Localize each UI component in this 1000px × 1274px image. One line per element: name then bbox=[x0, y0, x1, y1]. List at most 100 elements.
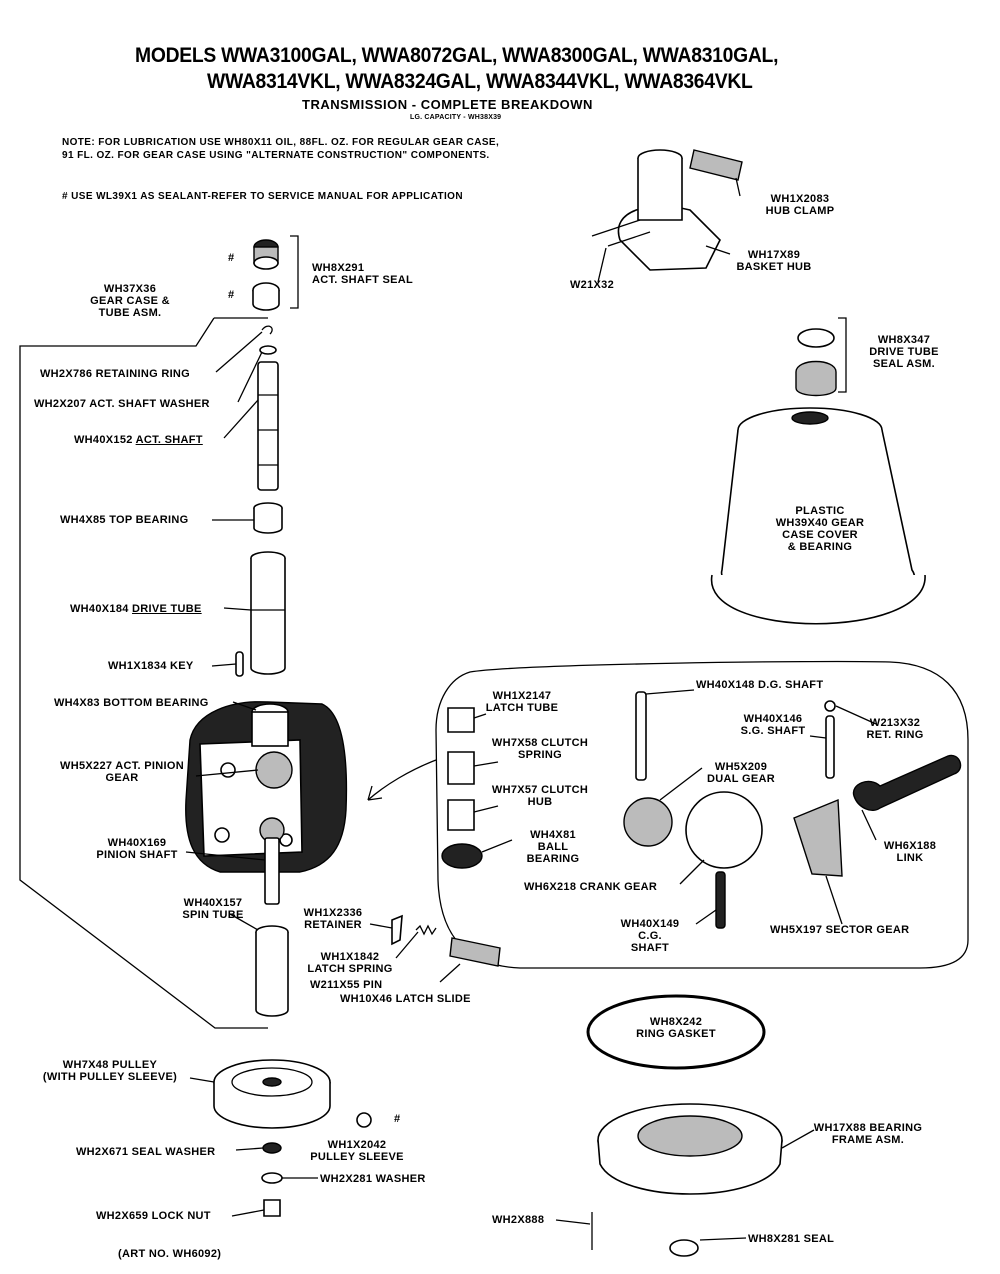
label-bottom-bearing: WH4X83 BOTTOM BEARING bbox=[54, 697, 209, 709]
gear-case-cover-drawing bbox=[711, 407, 926, 625]
cg-shaft-drawing bbox=[715, 871, 726, 929]
label-crank-gear: WH6X218 CRANK GEAR bbox=[524, 881, 658, 893]
label-washer: WH2X281 WASHER bbox=[320, 1173, 426, 1185]
gear-case-group-bracket bbox=[19, 317, 268, 1029]
label-seal-washer: WH2X671 SEAL WASHER bbox=[76, 1146, 216, 1158]
label-top-bearing: WH4X85 TOP BEARING bbox=[60, 514, 189, 526]
drive-tube-seal-body bbox=[795, 360, 837, 397]
washer-drawing bbox=[261, 1172, 283, 1184]
seal-drawing bbox=[669, 1239, 699, 1257]
lubrication-note-1: NOTE: FOR LUBRICATION USE WH80X11 OIL, 8… bbox=[62, 137, 500, 148]
latch-slide-drawing bbox=[449, 937, 501, 967]
seal-washer-drawing bbox=[262, 1142, 282, 1154]
label-sector-gear: WH5X197 SECTOR GEAR bbox=[770, 924, 910, 936]
basket-hub-drawing bbox=[591, 149, 721, 271]
retaining-ring-drawing bbox=[261, 325, 273, 335]
diagram-subtitle: TRANSMISSION - COMPLETE BREAKDOWN bbox=[302, 97, 593, 112]
ball-bearing-drawing bbox=[441, 843, 483, 869]
clutch-spring-drawing bbox=[447, 751, 475, 785]
label-dg-shaft: WH40X148 D.G. SHAFT bbox=[696, 679, 824, 691]
retainer-drawing bbox=[391, 914, 403, 946]
bearing-frame-drawing bbox=[597, 1103, 783, 1195]
gear-train-enclosure bbox=[435, 660, 969, 969]
key-drawing bbox=[235, 651, 244, 677]
sg-shaft-drawing bbox=[825, 715, 835, 779]
enclosure-arrow-line bbox=[367, 759, 437, 801]
crank-gear-drawing bbox=[685, 791, 763, 869]
drive-tube-seal-bracket bbox=[838, 317, 847, 393]
link-drawing bbox=[852, 754, 962, 812]
label-pin: W211X55 PIN bbox=[310, 979, 383, 991]
label-lock-nut: WH2X659 LOCK NUT bbox=[96, 1210, 211, 1222]
act-shaft-seal-drawing bbox=[252, 239, 280, 311]
dual-gear-drawing bbox=[623, 797, 673, 847]
pulley-drawing bbox=[213, 1059, 331, 1129]
shaft-washer-drawing bbox=[259, 345, 277, 355]
seal-bracket bbox=[290, 235, 299, 309]
label-screw: W21X32 bbox=[570, 279, 614, 291]
act-shaft-drawing bbox=[257, 361, 279, 491]
models-line-1: MODELS WWA3100GAL, WWA8072GAL, WWA8300GA… bbox=[135, 44, 779, 67]
label-retaining-ring: WH2X786 RETAINING RING bbox=[40, 368, 191, 380]
lock-nut-drawing bbox=[263, 1199, 281, 1217]
drive-tube-seal-top bbox=[797, 328, 835, 348]
clutch-hub-drawing bbox=[447, 799, 475, 831]
label-act-shaft: WH40X152 ACT. SHAFT bbox=[74, 434, 203, 446]
sealant-mark-2: # bbox=[228, 289, 235, 301]
sealant-mark-1: # bbox=[228, 252, 235, 264]
pinion-shaft-drawing bbox=[259, 817, 285, 905]
label-drive-tube: WH40X184 DRIVE TUBE bbox=[70, 603, 202, 615]
sealant-note: # USE WL39X1 AS SEALANT-REFER TO SERVICE… bbox=[62, 191, 463, 202]
top-bearing-drawing bbox=[253, 502, 283, 534]
leader-lines bbox=[185, 177, 877, 1241]
spin-tube-drawing bbox=[255, 925, 289, 1017]
ring-gasket-drawing bbox=[586, 994, 766, 1070]
pin-drawing bbox=[439, 963, 461, 983]
sealant-mark-3: # bbox=[394, 1113, 401, 1125]
lubrication-note-2: 91 FL. OZ. FOR GEAR CASE USING "ALTERNAT… bbox=[62, 150, 490, 161]
sector-gear-drawing bbox=[793, 798, 843, 877]
label-pulley: WH7X48 PULLEY(WITH PULLEY SLEEVE) bbox=[42, 1059, 178, 1084]
pulley-sleeve-drawing bbox=[356, 1112, 372, 1128]
latch-spring-drawing bbox=[415, 924, 437, 936]
hub-clamp-drawing bbox=[689, 149, 743, 181]
label-key: WH1X1834 KEY bbox=[108, 660, 194, 672]
ret-ring-drawing bbox=[824, 700, 836, 712]
models-line-2: WWA8314VKL, WWA8324GAL, WWA8344VKL, WWA8… bbox=[207, 70, 753, 93]
label-bolt: WH2X888 bbox=[492, 1214, 545, 1226]
label-latch-slide: WH10X46 LATCH SLIDE bbox=[340, 993, 471, 1005]
art-number: (ART NO. WH6092) bbox=[118, 1248, 222, 1260]
drive-tube-drawing bbox=[250, 551, 286, 675]
dg-shaft-drawing bbox=[635, 691, 647, 781]
latch-tube-drawing bbox=[447, 707, 475, 733]
label-act-shaft-washer: WH2X207 ACT. SHAFT WASHER bbox=[34, 398, 210, 410]
label-seal: WH8X281 SEAL bbox=[748, 1233, 835, 1245]
enclosure-arrow-head bbox=[367, 785, 383, 801]
capacity-note: LG. CAPACITY - WH38X39 bbox=[410, 114, 502, 121]
